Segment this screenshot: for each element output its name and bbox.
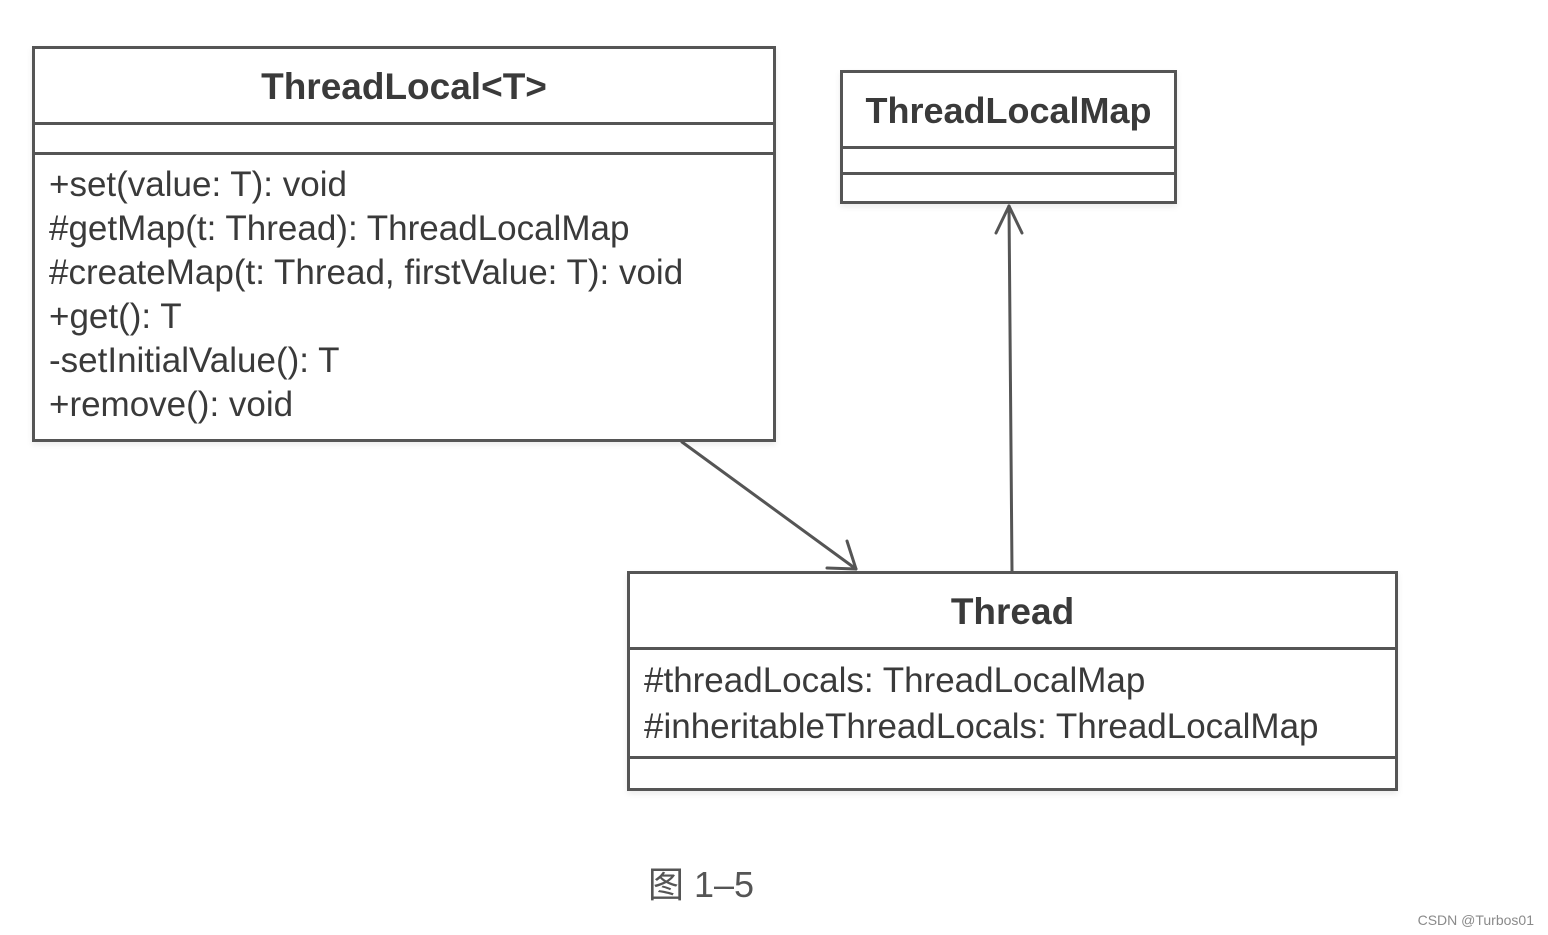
operation-getmap: #getMap(t: Thread): ThreadLocalMap [49, 209, 630, 248]
operation-remove: +remove(): void [49, 385, 294, 424]
class-threadlocal: ThreadLocal<T> +set(value: T): void #get… [32, 46, 776, 442]
watermark: CSDN @Turbos01 [1417, 912, 1534, 928]
arrowhead-thread [825, 539, 858, 571]
arrow-thread-to-threadlocalmap [1007, 204, 1014, 573]
operation-createmap: #createMap(t: Thread, firstValue: T): vo… [49, 253, 684, 292]
operation-set: +set(value: T): void [49, 165, 347, 204]
class-name-threadlocal: ThreadLocal<T> [35, 49, 773, 125]
class-name-thread: Thread [630, 574, 1395, 650]
operations-section-threadlocal: +set(value: T): void #getMap(t: Thread):… [35, 155, 773, 427]
operation-setinitialvalue: -setInitialValue(): T [49, 341, 340, 380]
arrowhead-threadlocalmap [994, 204, 1024, 235]
attributes-section-thread: #threadLocals: ThreadLocalMap #inheritab… [630, 650, 1395, 759]
class-threadlocalmap: ThreadLocalMap [840, 70, 1177, 204]
operation-get: +get(): T [49, 297, 182, 336]
attribute-threadlocals: #threadLocals: ThreadLocalMap [644, 661, 1146, 700]
class-thread: Thread #threadLocals: ThreadLocalMap #in… [627, 571, 1398, 791]
attributes-section-threadlocal [35, 125, 773, 155]
attribute-inheritablethreadlocals: #inheritableThreadLocals: ThreadLocalMap [644, 707, 1319, 746]
class-name-threadlocalmap: ThreadLocalMap [843, 73, 1174, 149]
figure-caption: 图 1–5 [648, 864, 755, 905]
arrow-threadlocal-to-thread [680, 440, 858, 571]
attributes-section-threadlocalmap [843, 149, 1174, 175]
